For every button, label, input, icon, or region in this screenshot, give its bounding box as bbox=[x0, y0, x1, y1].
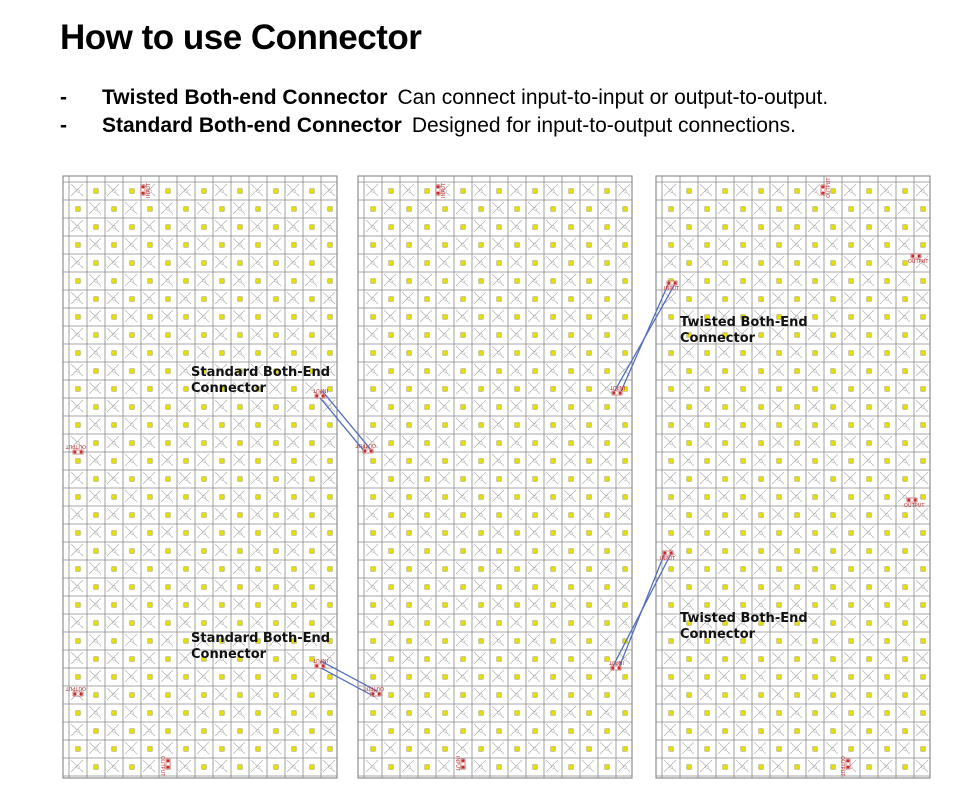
page-title: How to use Connector bbox=[60, 18, 422, 57]
port-tag: INPUT bbox=[664, 286, 680, 292]
bullet-standard: - Standard Both-end Connector Designed f… bbox=[60, 114, 960, 142]
port-output-7: OUTPUT bbox=[65, 443, 86, 455]
port-output-9: OUTPUT bbox=[904, 497, 925, 509]
callout-twisted-bottom-line1: Twisted Both-End bbox=[680, 611, 808, 626]
callout-twisted-top-line1: Twisted Both-End bbox=[680, 315, 808, 330]
callout-standard-bottom-line2: Connector bbox=[191, 647, 267, 662]
port-tag: INPUT bbox=[146, 182, 152, 198]
port-tag: OUTPUT bbox=[363, 685, 384, 691]
port-output-8: OUTPUT bbox=[355, 442, 376, 454]
port-output-14: OUTPUT bbox=[363, 685, 384, 697]
callout-twisted-bottom-line2: Connector bbox=[680, 627, 756, 642]
callout-twisted-top-line2: Connector bbox=[680, 331, 756, 346]
port-output-17: OUTPUT bbox=[839, 756, 851, 777]
panel-right bbox=[655, 175, 931, 779]
port-tag: INPUT bbox=[609, 384, 625, 390]
port-output-2: OUTPUT bbox=[820, 177, 832, 198]
port-input-12: INPUT bbox=[608, 659, 624, 671]
twisted-connector-top bbox=[613, 281, 676, 395]
bullet-name: Standard Both-end Connector bbox=[102, 114, 402, 137]
bullet-description: Can connect input-to-input or output-to-… bbox=[397, 86, 829, 109]
standard-connector-bottom bbox=[318, 660, 378, 698]
port-tag: OUTPUT bbox=[65, 443, 86, 449]
port-tag: INPUT bbox=[441, 182, 447, 198]
port-output-15: OUTPUT bbox=[159, 756, 171, 777]
bullet-list: - Twisted Both-end Connector Can connect… bbox=[60, 86, 960, 142]
port-input-11: INPUT bbox=[312, 657, 328, 669]
bullet-dash: - bbox=[60, 114, 67, 137]
callout-standard-bottom-line1: Standard Both-End bbox=[191, 631, 330, 646]
port-tag: INPUT bbox=[660, 556, 676, 562]
port-tag: OUTPUT bbox=[355, 442, 376, 448]
port-output-3: OUTPUT bbox=[908, 253, 929, 265]
panel-left bbox=[62, 175, 338, 779]
port-tag: INPUT bbox=[312, 657, 328, 663]
port-output-13: OUTPUT bbox=[65, 685, 86, 697]
standard-connector-top bbox=[317, 390, 371, 454]
port-tag: INPUT bbox=[454, 756, 460, 772]
port-input-5: INPUT bbox=[312, 387, 328, 399]
port-input-6: INPUT bbox=[609, 384, 625, 396]
panel-middle bbox=[357, 175, 633, 779]
port-tag: OUTPUT bbox=[826, 177, 832, 198]
bullet-description: Designed for input-to-output connections… bbox=[411, 114, 796, 137]
port-input-0: INPUT bbox=[140, 182, 152, 198]
port-tag: INPUT bbox=[312, 387, 328, 393]
port-tag: OUTPUT bbox=[159, 756, 165, 777]
callout-standard-top-line1: Standard Both-End bbox=[191, 365, 330, 380]
callout-standard-top-line2: Connector bbox=[191, 381, 267, 396]
port-tag: OUTPUT bbox=[908, 259, 929, 265]
bullet-twisted: - Twisted Both-end Connector Can connect… bbox=[60, 86, 960, 114]
port-input-1: INPUT bbox=[435, 182, 447, 198]
port-tag: OUTPUT bbox=[65, 685, 86, 691]
bullet-dash: - bbox=[60, 86, 67, 109]
port-input-10: INPUT bbox=[660, 550, 676, 562]
port-input-4: INPUT bbox=[664, 280, 680, 292]
port-tag: OUTPUT bbox=[904, 503, 925, 509]
port-tag: OUTPUT bbox=[839, 756, 845, 777]
bullet-name: Twisted Both-end Connector bbox=[102, 86, 388, 109]
port-tag: INPUT bbox=[608, 659, 624, 665]
twisted-connector-bottom bbox=[612, 551, 672, 669]
port-input-16: INPUT bbox=[454, 756, 466, 772]
